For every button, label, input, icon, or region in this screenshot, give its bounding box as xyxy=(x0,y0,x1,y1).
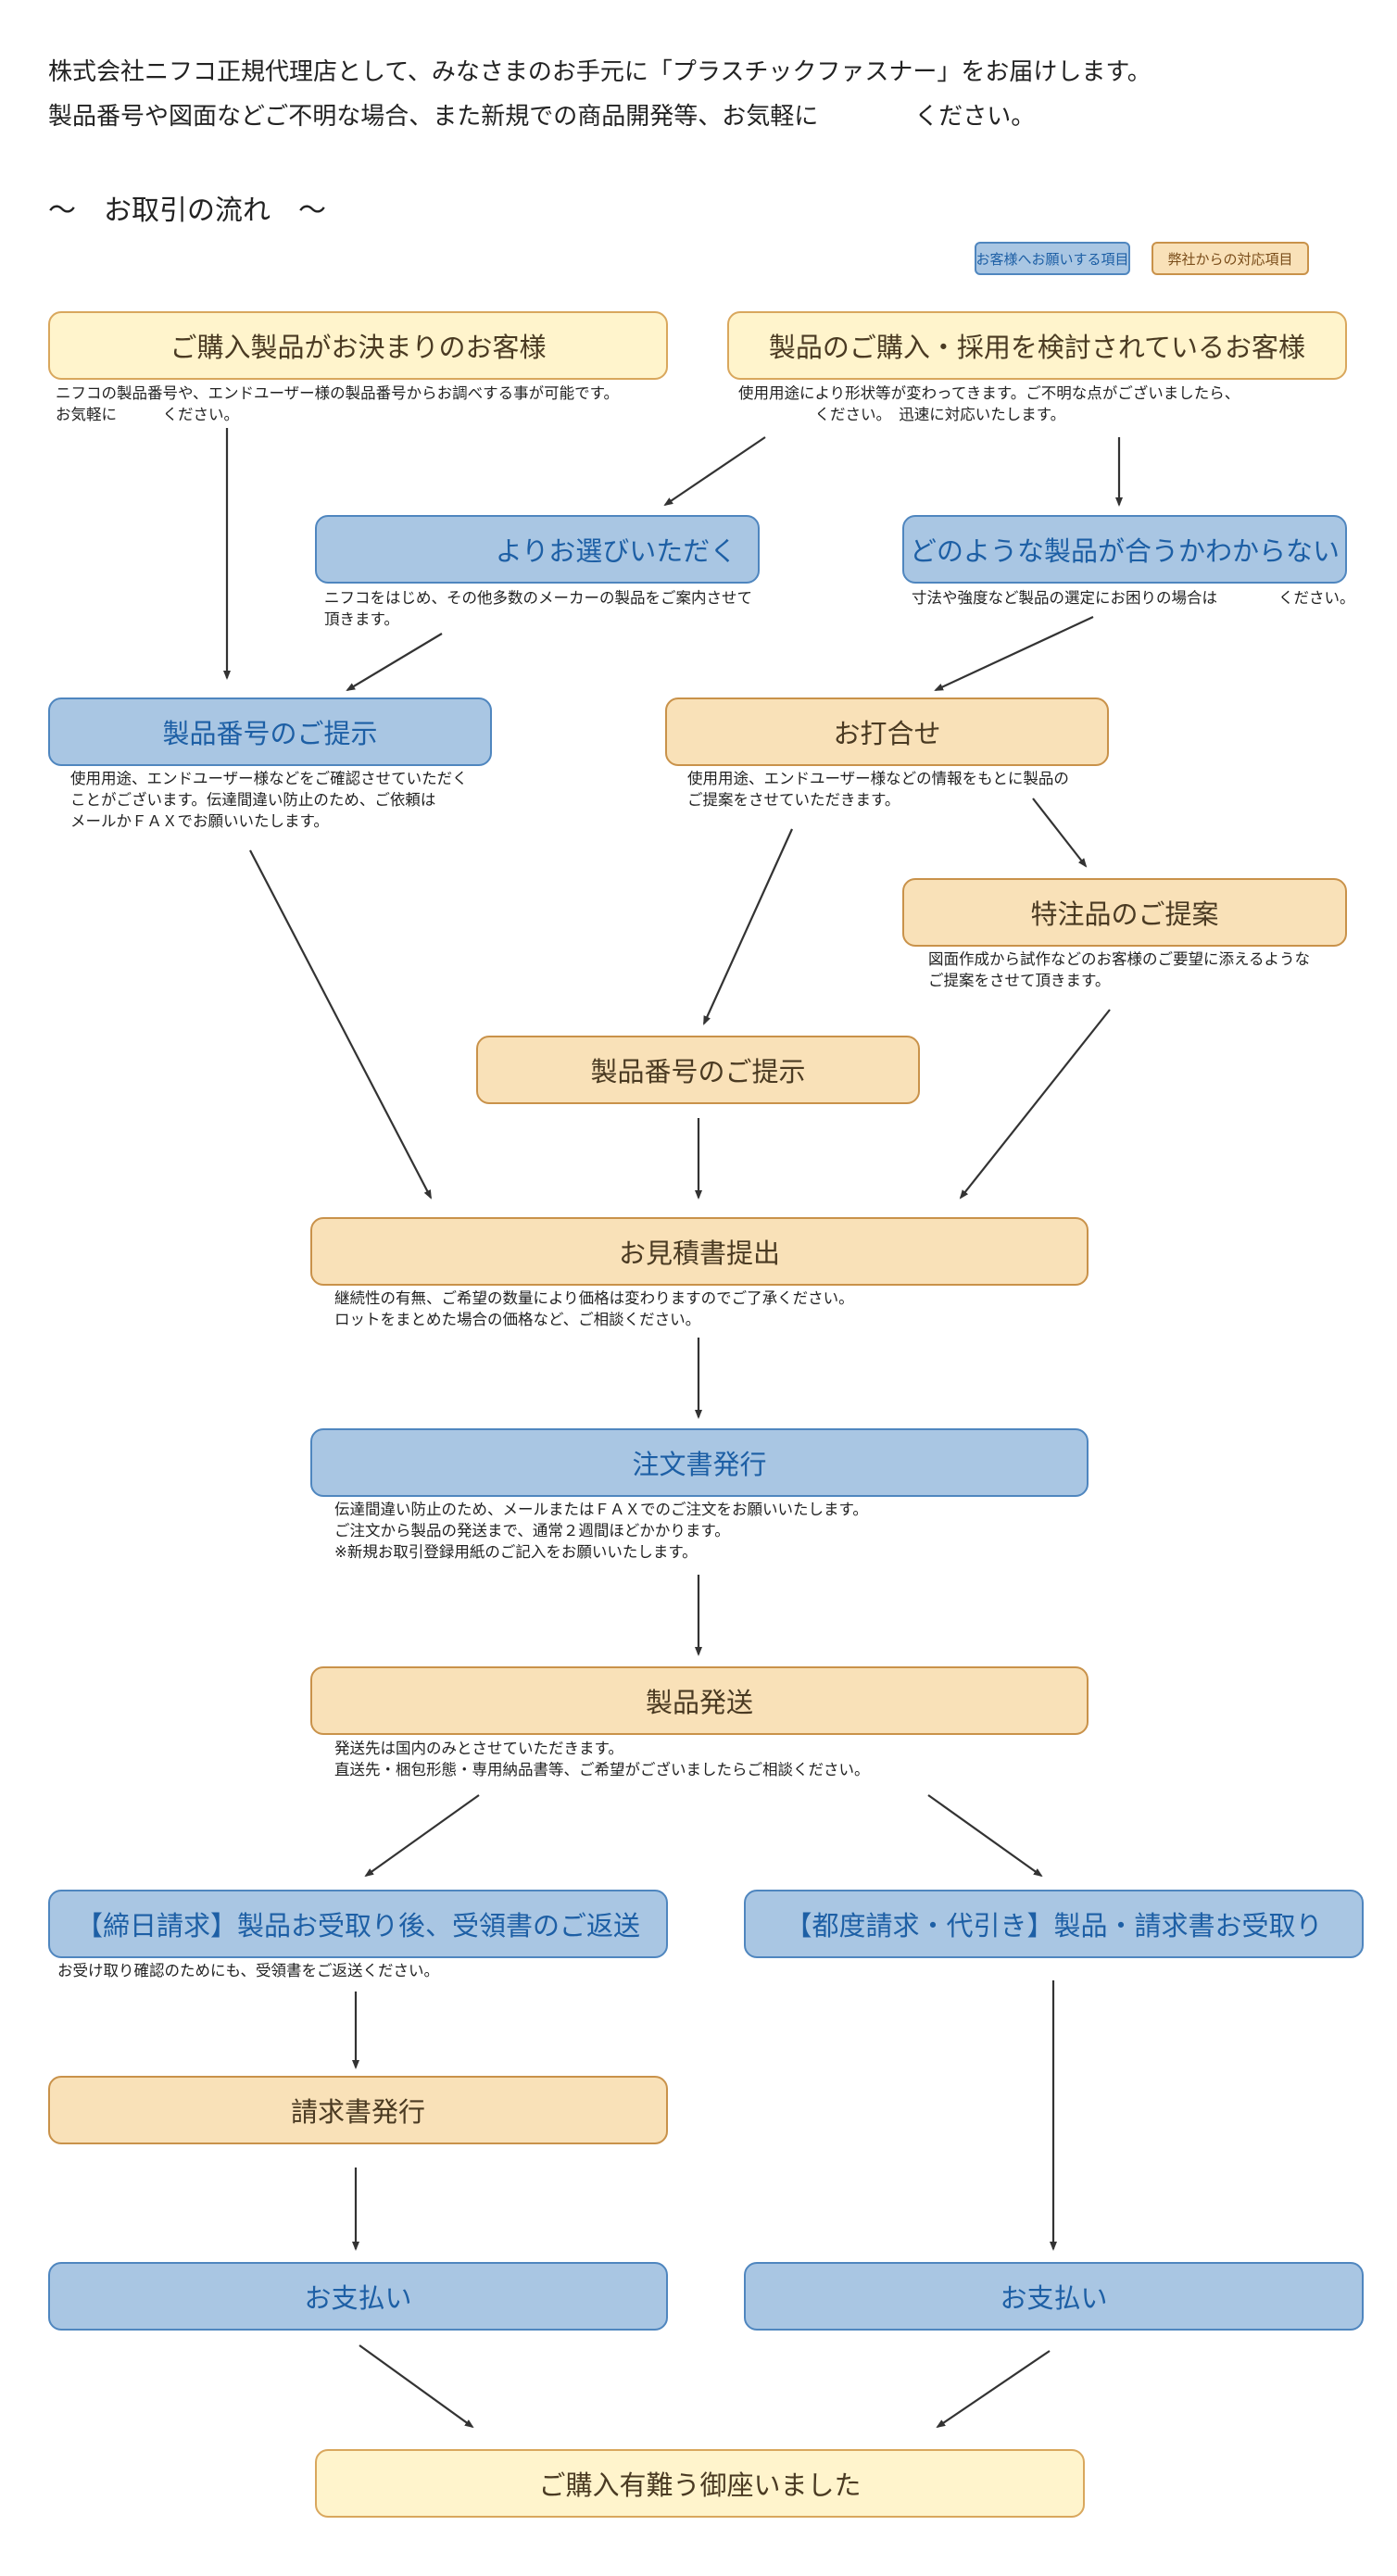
box-considering-customer: 製品のご購入・採用を検討されているお客様 xyxy=(727,311,1347,380)
arrow-considering-to-choose xyxy=(663,436,766,507)
box-shipping: 製品発送 xyxy=(310,1666,1089,1735)
box-shipping-label: 製品発送 xyxy=(645,1687,753,1718)
legend-company-item: 弊社からの対応項目 xyxy=(1152,242,1309,275)
note-considering-customer: 使用用途により形状等が変わってきます。ご不明な点がございましたら、 ください。 … xyxy=(738,384,1240,423)
box-decided-customer-label: ご購入製品がお決まりのお客様 xyxy=(170,332,547,363)
arrow-shipping-to-per xyxy=(927,1794,1043,1878)
box-unsure-product: どのような製品が合うかわからない xyxy=(902,515,1347,584)
intro-line-1: 株式会社ニフコ正規代理店として、みなさまのお手元に「プラスチックファスナー」をお… xyxy=(48,58,1152,86)
note-quote: 継続性の有無、ご希望の数量により価格は変わりますのでご了承ください。 ロットをま… xyxy=(334,1289,854,1328)
box-part-no-company: 製品番号のご提示 xyxy=(476,1036,920,1104)
box-present-part-no: 製品番号のご提示 xyxy=(48,697,492,766)
intro-line-2: 製品番号や図面などご不明な場合、また新規での商品開発等、お気軽に ください。 xyxy=(48,103,1036,131)
box-part-no-company-label: 製品番号のご提示 xyxy=(590,1056,806,1087)
box-unsure-product-label: どのような製品が合うかわからない xyxy=(909,535,1340,567)
arrow-part-no-to-quote xyxy=(249,849,432,1200)
box-quote: お見積書提出 xyxy=(310,1217,1089,1286)
note-present-part-no: 使用用途、エンドユーザー様などをご確認させていただく ことがございます。伝達間違… xyxy=(70,770,468,830)
box-payment-right: お支払い xyxy=(744,2262,1364,2331)
box-payment-right-label: お支払い xyxy=(1000,2282,1108,2314)
note-closing-billing: お受け取り確認のためにも、受領書をご返送ください。 xyxy=(57,1962,440,1979)
box-meeting: お打合せ xyxy=(665,697,1109,766)
arrow-payment-left-to-thanks xyxy=(359,2344,474,2429)
box-decided-customer: ご購入製品がお決まりのお客様 xyxy=(48,311,668,380)
box-custom-proposal-label: 特注品のご提案 xyxy=(1030,898,1219,930)
note-choose-from-makers: ニフコをはじめ、その他多数のメーカーの製品をご案内させて 頂きます。 xyxy=(324,589,752,628)
arrow-meeting-to-part-no xyxy=(702,828,794,1025)
arrow-custom-to-quote xyxy=(959,1009,1111,1200)
box-considering-customer-label: 製品のご購入・採用を検討されているお客様 xyxy=(768,332,1306,363)
note-decided-customer: ニフコの製品番号や、エンドユーザー様の製品番号からお調べする事が可能です。 お気… xyxy=(56,384,620,423)
arrow-unsure-to-meeting xyxy=(934,616,1094,691)
box-per-billing: 【都度請求・代引き】製品・請求書お受取り xyxy=(744,1890,1364,1958)
arrow-choose-to-part-no xyxy=(346,633,443,692)
box-present-part-no-label: 製品番号のご提示 xyxy=(162,718,378,749)
box-thanks-label: ご購入有難う御座いました xyxy=(538,2469,862,2501)
note-shipping: 発送先は国内のみとさせていただきます。 直送先・梱包形態・専用納品書等、ご希望が… xyxy=(334,1740,870,1778)
note-meeting: 使用用途、エンドユーザー様などの情報をもとに製品の ご提案をさせていただきます。 xyxy=(687,770,1069,809)
box-closing-billing-label: 【締日請求】製品お受取り後、受領書のご返送 xyxy=(75,1910,640,1941)
box-per-billing-label: 【都度請求・代引き】製品・請求書お受取り xyxy=(785,1910,1323,1941)
box-invoice: 請求書発行 xyxy=(48,2076,668,2144)
box-closing-billing: 【締日請求】製品お受取り後、受領書のご返送 xyxy=(48,1890,668,1958)
arrow-payment-right-to-thanks xyxy=(936,2350,1051,2429)
note-order: 伝達間違い防止のため、メールまたはＦＡＸでのご注文をお願いいたします。 ご注文か… xyxy=(334,1501,868,1561)
arrow-meeting-to-custom xyxy=(1032,798,1088,868)
box-order-label: 注文書発行 xyxy=(632,1449,767,1480)
legend-customer-item: お客様へお願いする項目 xyxy=(975,242,1130,275)
arrow-shipping-to-closing xyxy=(364,1794,480,1878)
note-unsure-product: 寸法や強度など製品の選定にお困りの場合は ください。 xyxy=(912,589,1355,607)
box-choose-from-makers: よりお選びいただく xyxy=(315,515,760,584)
box-thanks: ご購入有難う御座いました xyxy=(315,2449,1085,2518)
box-order: 注文書発行 xyxy=(310,1428,1089,1497)
box-quote-label: お見積書提出 xyxy=(618,1238,780,1269)
box-payment-left-label: お支払い xyxy=(304,2282,412,2314)
box-payment-left: お支払い xyxy=(48,2262,668,2331)
box-choose-from-makers-label: よりお選びいただく xyxy=(495,535,737,567)
box-custom-proposal: 特注品のご提案 xyxy=(902,878,1347,947)
box-meeting-label: お打合せ xyxy=(833,718,941,749)
note-custom-proposal: 図面作成から試作などのお客様のご要望に添えるような ご提案をさせて頂きます。 xyxy=(928,950,1311,989)
section-heading: ～ お取引の流れ ～ xyxy=(48,195,326,227)
box-invoice-label: 請求書発行 xyxy=(290,2096,425,2128)
